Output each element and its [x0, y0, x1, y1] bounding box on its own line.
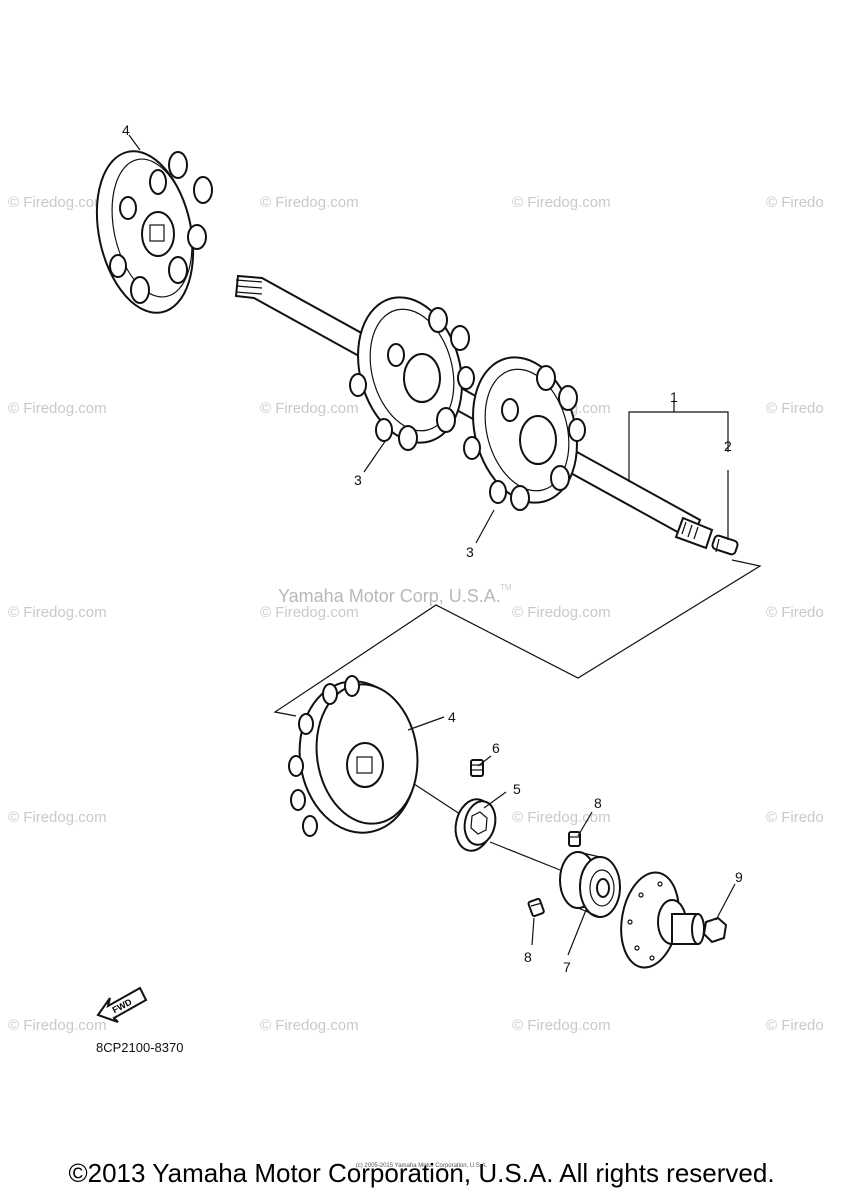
collar-5 — [454, 798, 497, 852]
sprocket-top-left — [95, 134, 213, 314]
set-screw-6 — [470, 759, 484, 777]
callout-5: 5 — [513, 781, 521, 797]
watermark-text: © Firedo — [766, 1017, 824, 1034]
callout-3-right: 3 — [466, 544, 474, 560]
callout-7: 7 — [563, 959, 571, 975]
watermark-text: © Firedo — [766, 809, 824, 826]
drive-shaft — [234, 274, 714, 550]
callout-2: 2 — [724, 438, 732, 454]
callout-1: 1 — [670, 389, 678, 405]
watermark-text: © Firedog.com — [8, 1017, 107, 1034]
watermark-text: © Firedog.com — [512, 604, 611, 621]
watermark-text: © Firedog.com — [8, 194, 107, 211]
callout-3-left: 3 — [354, 472, 362, 488]
brand-watermark: Yamaha Motor Corp, U.S.A. — [278, 586, 501, 606]
watermark-text: © Firedog.com — [512, 1017, 611, 1034]
watermark-text: © Firedog.com — [512, 194, 611, 211]
callout-4-bottom: 4 — [448, 709, 456, 725]
sprocket-bottom — [288, 675, 419, 837]
watermark-text: © Firedog.com — [8, 604, 107, 621]
watermark-text: © Firedog.com — [512, 809, 611, 826]
diagram-code: 8CP2100-8370 — [96, 1040, 184, 1055]
watermark-text: © Firedo — [766, 194, 824, 211]
callout-9: 9 — [735, 869, 743, 885]
watermark-text: © Firedo — [766, 604, 824, 621]
callout-8-lower: 8 — [524, 949, 532, 965]
watermark-text: © Firedog.com — [8, 809, 107, 826]
watermark-text: © Firedo — [766, 400, 824, 417]
watermark-text: © Firedog.com — [260, 1017, 359, 1034]
assembly-guide-lines — [273, 400, 762, 871]
set-screw-8-upper — [568, 831, 581, 847]
callout-8-upper: 8 — [594, 795, 602, 811]
bearing-7 — [559, 851, 621, 918]
callout-4-top: 4 — [122, 122, 130, 138]
fwd-arrow-icon: FWD — [96, 986, 148, 1023]
shaft-end-nut — [711, 534, 739, 556]
watermark-text: © Firedog.com — [260, 194, 359, 211]
bearing-housing-flange — [620, 871, 705, 969]
watermark-text: © Firedog.com — [260, 604, 359, 621]
copyright-footer: ©2013 Yamaha Motor Corporation, U.S.A. A… — [68, 1158, 775, 1188]
set-screw-8-lower — [527, 897, 545, 918]
sprocket-middle-right — [463, 356, 586, 511]
callout-6: 6 — [492, 740, 500, 756]
callout-leaders — [363, 439, 736, 956]
watermark-text: © Firedog.com — [260, 400, 359, 417]
brand-trademark: TM — [500, 583, 512, 592]
nut-9 — [702, 916, 728, 944]
sprocket-middle-left — [349, 296, 475, 451]
tiny-notice: (c) 2005-2015 Yamaha Motor Corporation, … — [355, 1163, 488, 1169]
watermark-text: © Firedog.com — [8, 400, 107, 417]
